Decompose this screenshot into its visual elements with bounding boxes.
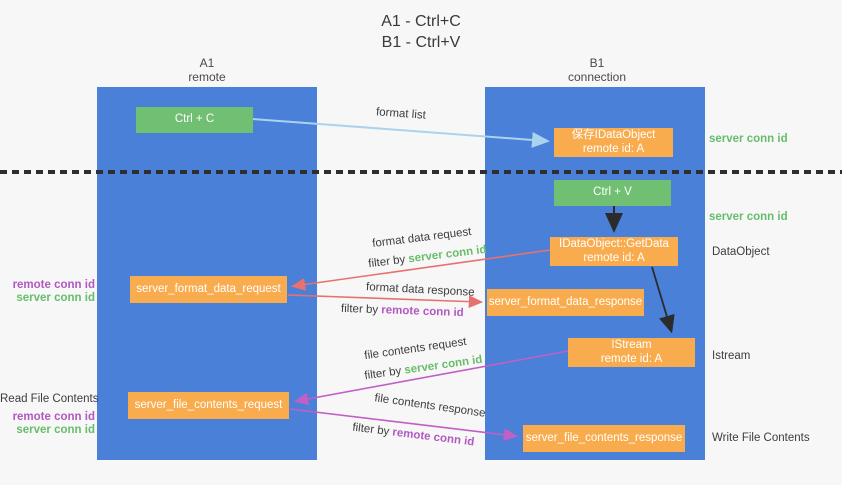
node-idataobject-getdata: IDataObject::GetData remote id: A — [550, 237, 678, 266]
title-line-2: B1 - Ctrl+V — [381, 34, 461, 51]
remote-conn-id-text: remote conn id — [391, 426, 475, 449]
side-label-remote-conn-id-1: remote conn id — [12, 279, 95, 291]
server-conn-id-text: server conn id — [403, 353, 484, 377]
title-line-1: A1 - Ctrl+C — [381, 13, 461, 30]
node-server-file-contents-request: server_file_contents_request — [128, 392, 289, 419]
node-ctrl-v-label: Ctrl + V — [593, 186, 632, 199]
clipboard-boundary-dotted-line — [0, 170, 842, 174]
side-label-read-file-contents: Read File Contents — [0, 393, 99, 405]
node-format-request-label: server_format_data_request — [136, 282, 281, 295]
node-save-idataobject-line1: 保存IDataObject — [571, 129, 656, 141]
node-server-format-data-response: server_format_data_response — [487, 289, 644, 316]
node-ctrl-c: Ctrl + C — [136, 107, 253, 133]
node-format-response-label: server_format_data_response — [488, 295, 643, 308]
node-istream-line1: IStream — [611, 339, 652, 351]
label-file-contents-response: file contents response — [373, 392, 487, 420]
column-b1-role: connection — [567, 70, 627, 84]
column-header-b1: B1 connection — [537, 56, 657, 84]
side-label-remote-conn-id-2: remote conn id — [12, 411, 95, 423]
filter-by-text: filter by — [363, 364, 406, 383]
node-file-response-label: server_file_contents_response — [525, 431, 683, 444]
label-format-data-response: format data response — [365, 281, 475, 299]
column-header-a1: A1 remote — [147, 56, 267, 84]
side-label-write-file-contents: Write File Contents — [712, 432, 810, 444]
filter-by-text: filter by — [367, 253, 410, 271]
label-filter-by-remote-conn-id-2: filter by remote conn id — [352, 422, 475, 449]
node-istream: IStream remote id: A — [568, 338, 695, 367]
side-label-server-conn-id-mid: server conn id — [709, 211, 788, 223]
diagram-title: A1 - Ctrl+C B1 - Ctrl+V — [0, 11, 842, 53]
node-ctrl-c-label: Ctrl + C — [174, 113, 215, 126]
side-label-dataobject: DataObject — [712, 246, 770, 258]
column-a1-name: A1 — [199, 56, 215, 70]
side-label-server-conn-id-2: server conn id — [16, 424, 95, 436]
side-label-server-conn-id-top: server conn id — [709, 133, 788, 145]
label-filter-by-remote-conn-id-1: filter by remote conn id — [341, 303, 464, 319]
filter-by-text: filter by — [351, 421, 394, 439]
node-server-file-contents-response: server_file_contents_response — [523, 425, 685, 452]
node-getdata-line2: remote id: A — [583, 251, 645, 264]
node-getdata-line1: IDataObject::GetData — [559, 238, 669, 250]
label-format-list: format list — [375, 106, 427, 122]
column-a1-role: remote — [188, 70, 226, 84]
remote-conn-id-text: remote conn id — [381, 304, 464, 320]
filter-by-text: filter by — [340, 302, 382, 317]
node-save-idataobject: 保存IDataObject remote id: A — [554, 128, 673, 157]
node-server-format-data-request: server_format_data_request — [130, 276, 287, 303]
node-ctrl-v: Ctrl + V — [554, 180, 671, 206]
server-conn-id-text: server conn id — [407, 243, 488, 266]
side-label-istream: Istream — [712, 350, 751, 362]
column-b1-name: B1 — [589, 56, 605, 70]
node-istream-line2: remote id: A — [600, 352, 663, 365]
node-file-request-label: server_file_contents_request — [134, 398, 283, 411]
side-label-server-conn-id-1: server conn id — [16, 292, 95, 304]
node-save-idataobject-line2: remote id: A — [582, 142, 645, 155]
